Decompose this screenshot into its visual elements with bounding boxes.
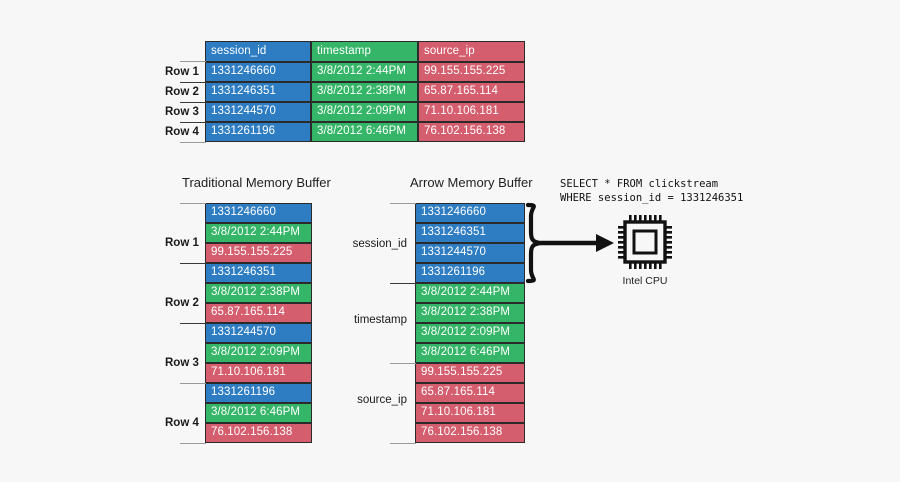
buffer-cell: 3/8/2012 2:09PM: [415, 323, 525, 343]
table-cell: 76.102.156.138: [418, 122, 525, 142]
table-header-source-ip: source_ip: [418, 41, 525, 62]
table-cell: 3/8/2012 6:46PM: [311, 122, 418, 142]
buffer-cell: 3/8/2012 6:46PM: [415, 343, 525, 363]
cpu-chip-icon: [617, 214, 673, 270]
buffer-cell: 65.87.165.114: [415, 383, 525, 403]
table-cell: 1331246351: [205, 82, 311, 102]
curly-brace-icon: [525, 202, 544, 284]
buffer-cell: 3/8/2012 2:38PM: [205, 283, 312, 303]
cpu-caption: Intel CPU: [622, 275, 668, 287]
buffer-tick: [390, 363, 416, 364]
table-cell: 1331244570: [205, 102, 311, 122]
buffer-cell: 3/8/2012 2:44PM: [205, 223, 312, 243]
buffer-cell: 3/8/2012 2:38PM: [415, 303, 525, 323]
table-cell: 3/8/2012 2:44PM: [311, 62, 418, 82]
buffer-row-label: Row 2: [165, 297, 199, 309]
table-row-label: Row 2: [165, 86, 199, 98]
table-cell: 3/8/2012 2:09PM: [311, 102, 418, 122]
buffer-cell: 1331244570: [205, 323, 312, 343]
buffer-cell: 71.10.106.181: [415, 403, 525, 423]
buffer-cell: 65.87.165.114: [205, 303, 312, 323]
buffer-cell: 1331246351: [415, 223, 525, 243]
traditional-buffer-title: Traditional Memory Buffer: [182, 175, 331, 190]
arrow-buffer-title: Arrow Memory Buffer: [410, 175, 533, 190]
buffer-cell: 3/8/2012 6:46PM: [205, 403, 312, 423]
buffer-tick: [180, 203, 206, 204]
table-cell: 3/8/2012 2:38PM: [311, 82, 418, 102]
buffer-cell: 76.102.156.138: [205, 423, 312, 443]
table-tick: [180, 102, 206, 103]
buffer-cell: 3/8/2012 2:44PM: [415, 283, 525, 303]
buffer-row-label: Row 4: [165, 417, 199, 429]
buffer-cell: 1331261196: [415, 263, 525, 283]
buffer-tick: [390, 443, 416, 444]
buffer-cell: 1331244570: [415, 243, 525, 263]
buffer-cell: 99.155.155.225: [205, 243, 312, 263]
buffer-cell: 71.10.106.181: [205, 363, 312, 383]
table-cell: 1331261196: [205, 122, 311, 142]
table-cell: 99.155.155.225: [418, 62, 525, 82]
buffer-cell: 1331246660: [205, 203, 312, 223]
table-tick: [180, 122, 206, 123]
buffer-tick: [180, 443, 206, 444]
buffer-tick: [180, 323, 206, 324]
sql-query-line-2: WHERE session_id = 1331246351: [560, 192, 744, 204]
table-row-label: Row 4: [165, 126, 199, 138]
table-tick: [180, 82, 206, 83]
buffer-cell: 1331246660: [415, 203, 525, 223]
buffer-tick: [180, 383, 206, 384]
table-header-session-id: session_id: [205, 41, 311, 62]
buffer-tick: [180, 263, 206, 264]
table-header-timestamp: timestamp: [311, 41, 418, 62]
buffer-cell: 1331246351: [205, 263, 312, 283]
buffer-cell: 1331261196: [205, 383, 312, 403]
buffer-tick: [390, 283, 416, 284]
buffer-row-label: Row 3: [165, 357, 199, 369]
arrow-head-icon: [596, 234, 614, 252]
table-cell: 65.87.165.114: [418, 82, 525, 102]
table-row-label: Row 1: [165, 66, 199, 78]
buffer-cell: 76.102.156.138: [415, 423, 525, 443]
arrow-buffer-column-label-timestamp: timestamp: [353, 314, 407, 326]
table-tick: [180, 142, 206, 143]
table-cell: 71.10.106.181: [418, 102, 525, 122]
arrow-buffer-column-label-source-ip: source_ip: [357, 394, 407, 406]
table-tick: [180, 61, 206, 62]
buffer-tick: [390, 203, 416, 204]
sql-query-line-1: SELECT * FROM clickstream: [560, 178, 719, 190]
arrow-buffer-column-label-session-id: session_id: [352, 238, 407, 250]
buffer-row-label: Row 1: [165, 237, 199, 249]
table-cell: 1331246660: [205, 62, 311, 82]
table-row-label: Row 3: [165, 106, 199, 118]
buffer-cell: 3/8/2012 2:09PM: [205, 343, 312, 363]
buffer-cell: 99.155.155.225: [415, 363, 525, 383]
